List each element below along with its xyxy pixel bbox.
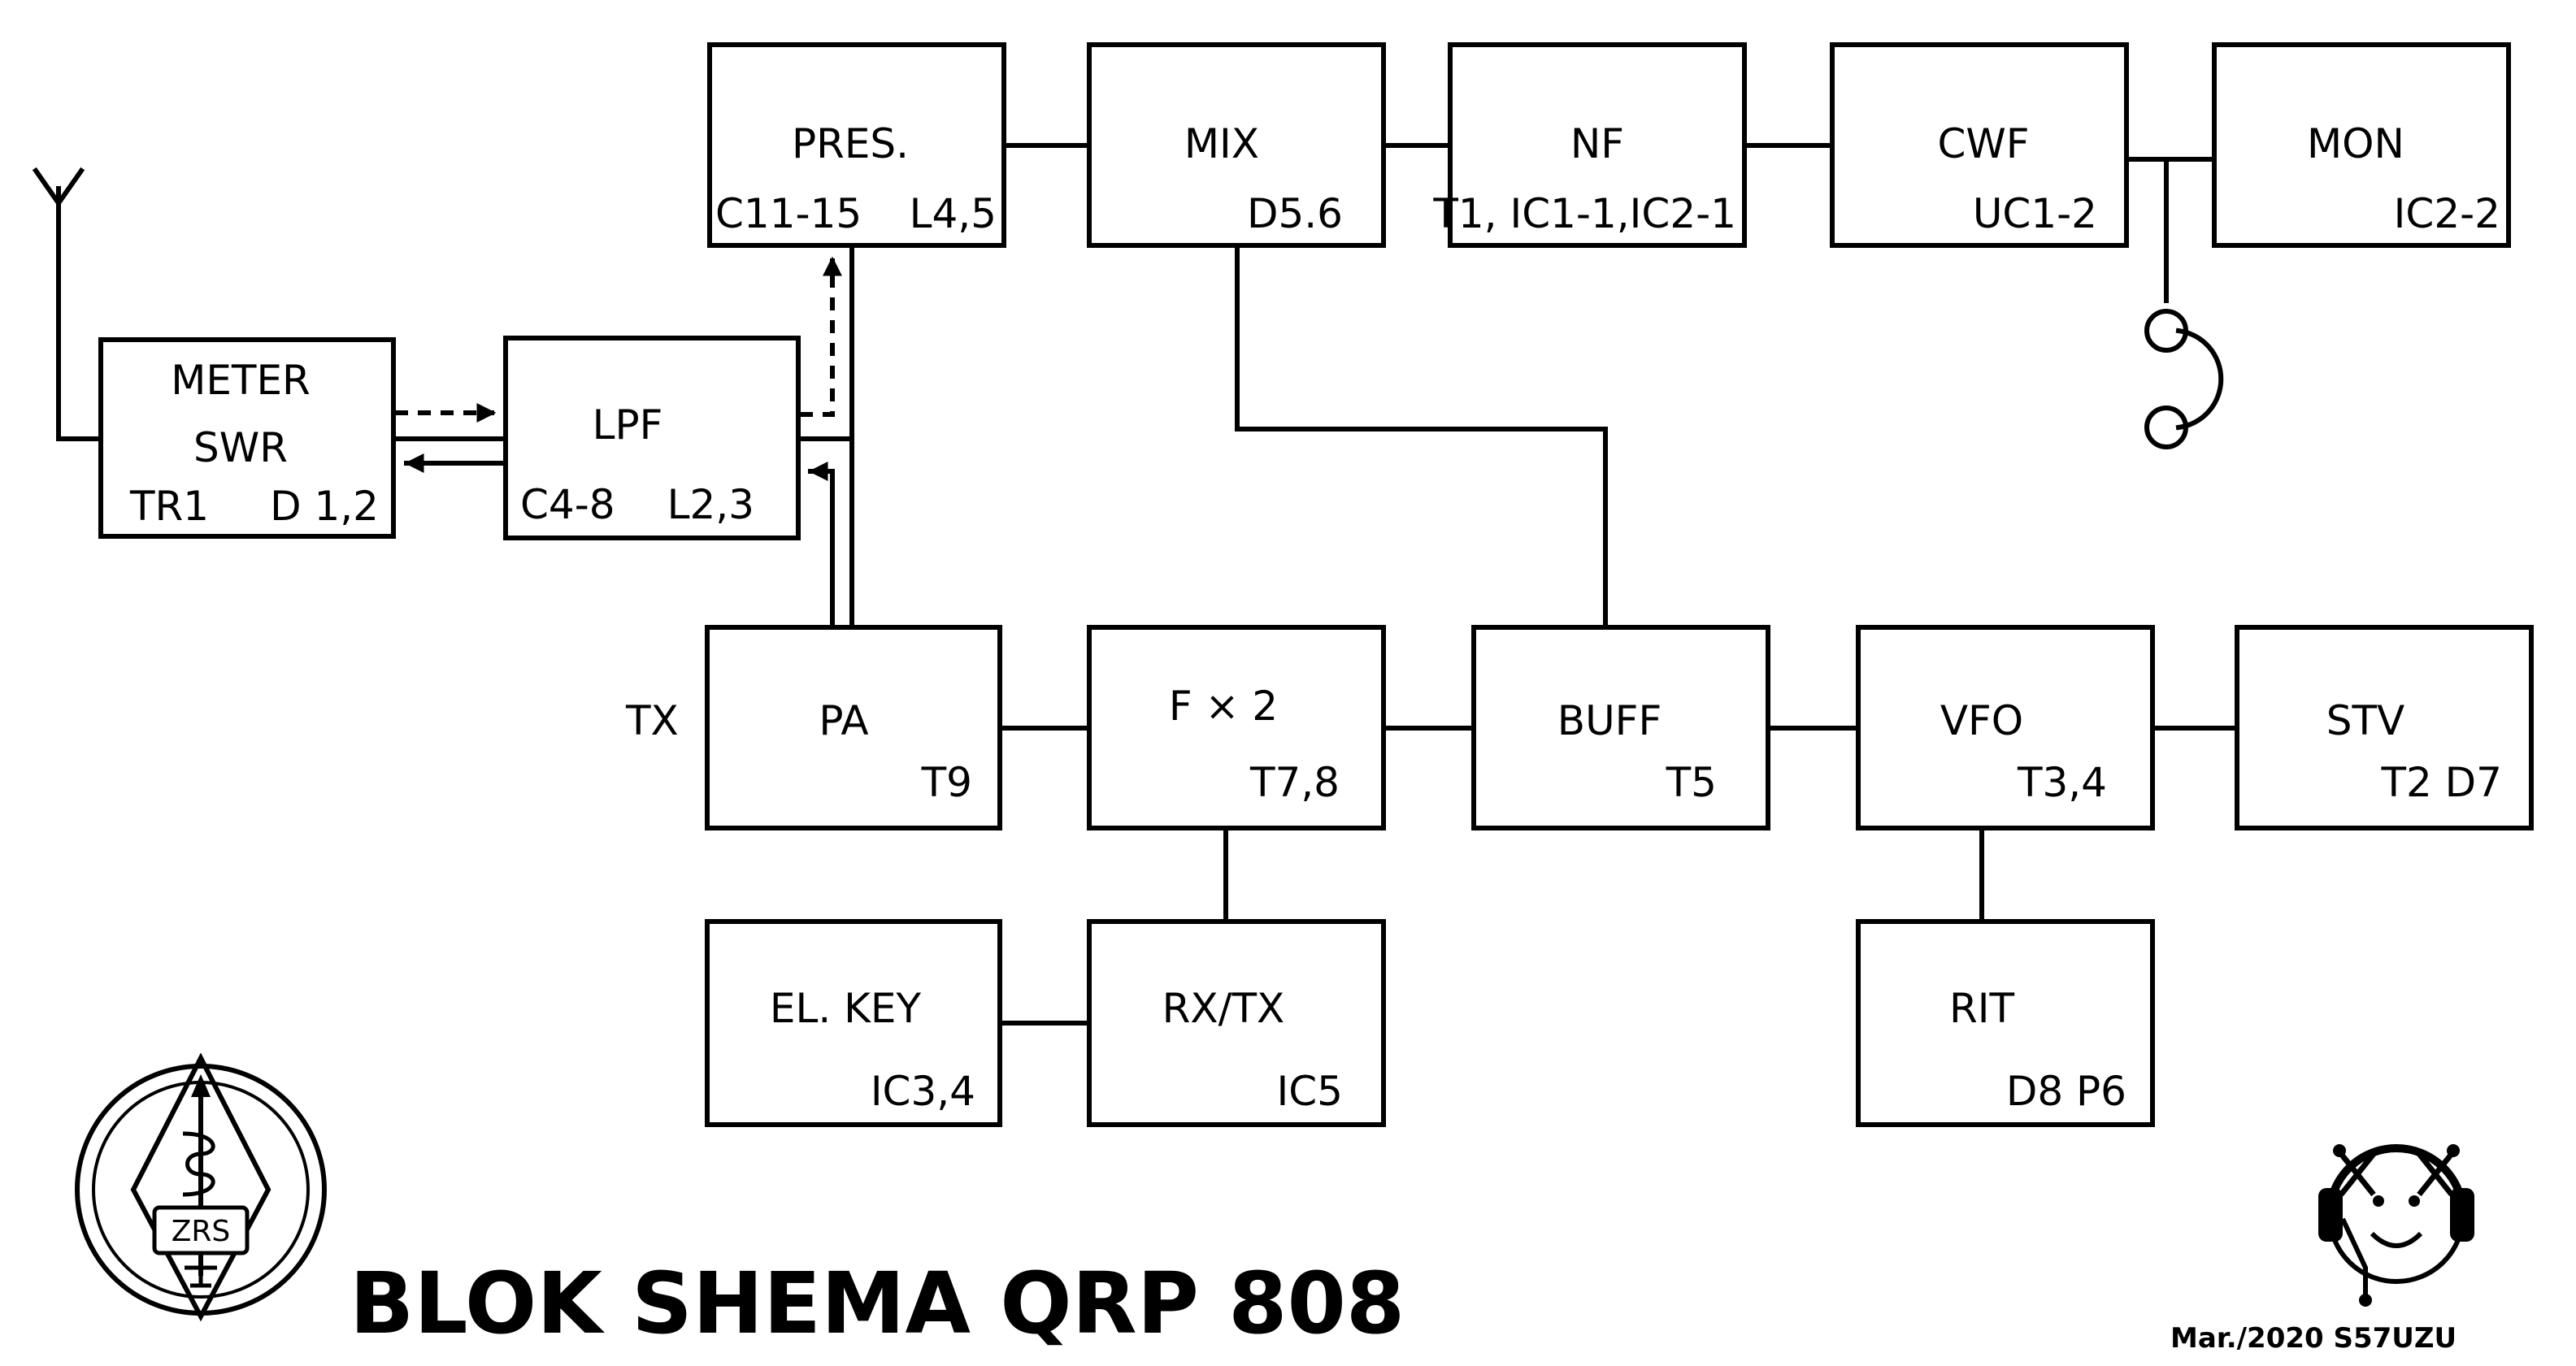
block-vfo: VFO T3,4 (1856, 625, 2155, 830)
svg-text:MON: MON (2307, 120, 2404, 167)
svg-text:D8 P6: D8 P6 (2006, 1068, 2126, 1115)
svg-text:NF: NF (1570, 120, 1624, 167)
date-author: Mar./2020 S57UZU (2170, 1322, 2457, 1355)
block-pa: PA T9 (705, 625, 1002, 830)
svg-text:EL. KEY: EL. KEY (770, 985, 922, 1032)
block-cwf: CWF UC1-2 (1830, 42, 2129, 248)
block-mix: MIX D5.6 (1087, 42, 1386, 248)
svg-text:CWF: CWF (1937, 120, 2029, 167)
svg-text:T3,4: T3,4 (2017, 759, 2107, 806)
svg-text:T1, IC1-1,IC2-1: T1, IC1-1,IC2-1 (1432, 190, 1736, 237)
block-el-key: EL. KEY IC3,4 (705, 919, 1002, 1127)
svg-text:TR1: TR1 (129, 483, 209, 530)
zrs-logo: ZRS (75, 1052, 327, 1322)
svg-text:PRES.: PRES. (792, 120, 909, 167)
svg-text:UC1-2: UC1-2 (1973, 190, 2097, 237)
svg-text:C4-8: C4-8 (520, 481, 615, 528)
svg-text:STV: STV (2326, 697, 2404, 744)
block-fx2: F × 2 T7,8 (1087, 625, 1386, 830)
svg-text:MIX: MIX (1184, 120, 1259, 167)
svg-text:METER: METER (171, 357, 311, 404)
svg-text:D 1,2: D 1,2 (270, 483, 379, 530)
connection-wires (391, 143, 2239, 1026)
svg-text:SWR: SWR (193, 424, 288, 471)
block-meter-swr: METER SWR TR1 D 1,2 (98, 337, 396, 539)
svg-text:RX/TX: RX/TX (1162, 985, 1285, 1032)
svg-text:VFO: VFO (1940, 697, 2023, 744)
block-mon: MON IC2-2 (2212, 42, 2511, 248)
svg-text:T2 D7: T2 D7 (2380, 759, 2502, 806)
tx-label: TX (625, 697, 679, 744)
block-nf: NF T1, IC1-1,IC2-1 (1432, 42, 1747, 248)
svg-text:IC2-2: IC2-2 (2394, 190, 2500, 237)
block-preselector: PRES. C11-15 L4,5 (707, 42, 1006, 248)
svg-text:IC3,4: IC3,4 (871, 1068, 975, 1115)
diagram-title: BLOK SHEMA QRP 808 (350, 1254, 1405, 1353)
svg-text:T7,8: T7,8 (1249, 759, 1340, 806)
svg-text:L2,3: L2,3 (667, 481, 754, 528)
block-rx-tx: RX/TX IC5 (1087, 919, 1386, 1127)
svg-text:C11-15: C11-15 (715, 190, 862, 237)
svg-text:T9: T9 (921, 759, 972, 806)
svg-text:PA: PA (819, 697, 868, 744)
svg-text:LPF: LPF (593, 401, 663, 449)
svg-text:D5.6: D5.6 (1247, 190, 1343, 237)
svg-text:RIT: RIT (1949, 985, 2014, 1032)
author-mascot-icon (2318, 1144, 2474, 1307)
svg-text:BUFF: BUFF (1557, 697, 1662, 744)
svg-text:T5: T5 (1666, 759, 1717, 806)
block-stv: STV T2 D7 (2235, 625, 2534, 830)
antenna-icon (32, 167, 103, 441)
svg-text:ZRS: ZRS (172, 1215, 231, 1248)
block-rit: RIT D8 P6 (1856, 919, 2155, 1127)
block-lpf: LPF C4-8 L2,3 (503, 336, 801, 540)
svg-text:F × 2: F × 2 (1169, 683, 1278, 730)
headphones-icon (2144, 309, 2224, 449)
block-buff: BUFF T5 (1471, 625, 1770, 830)
svg-text:IC5: IC5 (1277, 1068, 1343, 1115)
svg-text:L4,5: L4,5 (910, 190, 997, 237)
